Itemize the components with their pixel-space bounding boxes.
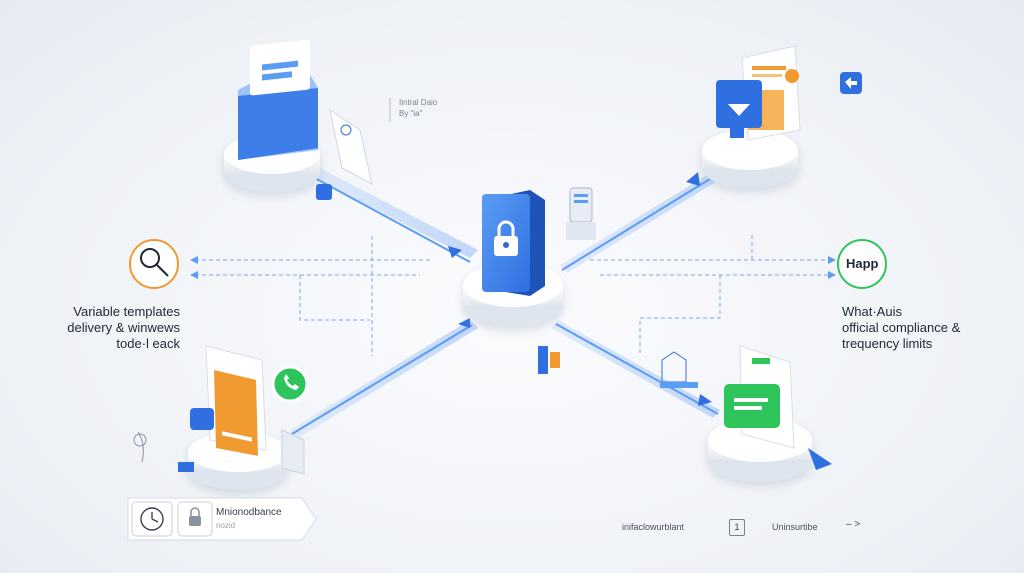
document-icon	[214, 370, 258, 456]
status-number[interactable]: 1	[729, 519, 745, 536]
server-icon	[566, 187, 596, 240]
lock-icon	[482, 190, 545, 296]
padlock-icon	[189, 507, 201, 526]
node-mail	[224, 39, 373, 200]
panel-note-line2: By "ia"	[399, 109, 423, 118]
clock-icon	[140, 507, 164, 531]
node-chat	[702, 45, 862, 188]
panel-note: Iintral Daio By "ia"	[399, 97, 437, 119]
left-caption-line: delivery & winwews	[67, 320, 180, 335]
left-caption-line: tode·l eack	[116, 336, 180, 351]
right-caption-line: trequency limits	[842, 336, 933, 351]
chat-bubble-icon	[716, 80, 762, 138]
magnifier-icon	[129, 239, 179, 289]
dashed-guides	[195, 232, 830, 356]
mail-icon	[238, 39, 318, 160]
bottom-card-subtitle: nozid	[216, 521, 236, 530]
status-next-arrow[interactable]: – >	[846, 519, 861, 530]
bottom-card	[127, 497, 317, 541]
node-green-chat	[660, 345, 832, 482]
node-document	[178, 345, 309, 490]
status-right-link[interactable]: Uninsurtibe	[772, 522, 818, 532]
connector-beams	[290, 162, 722, 438]
right-caption-line: official compliance &	[842, 320, 961, 335]
left-caption: Variable templates delivery & winwews to…	[20, 304, 180, 352]
link-icon	[538, 346, 560, 374]
right-caption: What·Auis official compliance & trequenc…	[842, 304, 1012, 352]
bottom-card-title: Mnionodbance	[216, 507, 282, 518]
right-hub-label: Happ	[846, 256, 879, 271]
left-caption-line: Variable templates	[73, 304, 180, 319]
panel-note-line1: Iintral Daio	[399, 98, 438, 107]
happ-icon	[837, 239, 887, 289]
right-caption-line: What·Auis	[842, 304, 902, 319]
status-left-text: inifaclowurblant	[622, 522, 685, 532]
